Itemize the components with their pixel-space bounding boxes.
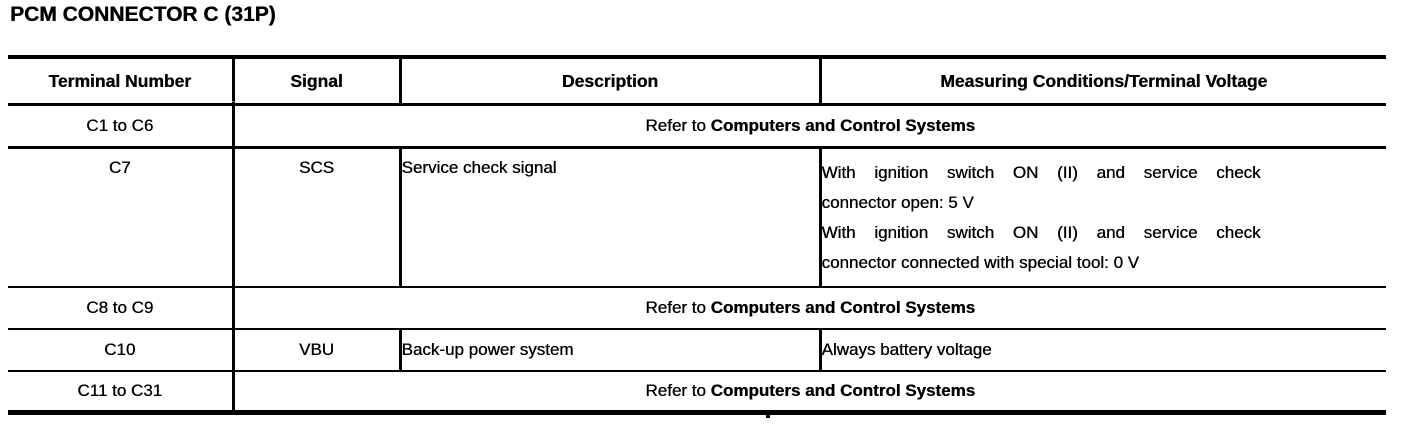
- terminal-voltage-table: Terminal Number Signal Description Measu…: [8, 55, 1386, 415]
- terminal-cell: C8 to C9: [8, 287, 235, 329]
- terminal-cell: C10: [8, 329, 235, 371]
- condition-line: With ignition switch ON (II) and service…: [821, 223, 1261, 242]
- page-title: PCM CONNECTOR C (31P): [10, 3, 276, 26]
- table-row-c8-c9: C8 to C9 Refer to Computers and Control …: [8, 287, 1386, 329]
- refer-note-emphasis: Computers and Control Systems: [710, 381, 976, 400]
- conditions-cell: With ignition switch ON (II) and service…: [820, 148, 1386, 288]
- description-cell: Service check signal: [400, 147, 822, 287]
- refer-note-prefix: Refer to: [645, 116, 706, 135]
- col-header-description: Description: [400, 57, 822, 105]
- refer-note-emphasis: Computers and Control Systems: [710, 116, 976, 135]
- condition-line: With ignition switch ON (II) and service…: [821, 163, 1261, 182]
- refer-note-prefix: Refer to: [645, 381, 706, 400]
- col-header-signal: Signal: [233, 57, 402, 105]
- refer-note-cell: Refer to Computers and Control Systems: [233, 371, 1386, 413]
- terminal-cell: C11 to C31: [8, 371, 235, 413]
- terminal-cell: C7: [8, 147, 235, 287]
- condition-line: connector connected with special tool: 0…: [821, 253, 1140, 272]
- refer-note-cell: Refer to Computers and Control Systems: [233, 105, 1386, 148]
- signal-cell: VBU: [233, 329, 402, 371]
- table-row-c10: C10 VBU Back-up power system Always batt…: [8, 329, 1386, 371]
- table-row-c1-c6: C1 to C6 Refer to Computers and Control …: [8, 104, 1386, 148]
- refer-note-prefix: Refer to: [645, 298, 706, 317]
- conditions-cell: Always battery voltage: [821, 340, 992, 359]
- table-row-c11-c31: C11 to C31 Refer to Computers and Contro…: [8, 371, 1386, 413]
- table-row-c7: C7 SCS Service check signal With ignitio…: [8, 147, 1386, 288]
- col-header-measuring-conditions: Measuring Conditions/Terminal Voltage: [940, 70, 1268, 91]
- scan-artifact: [766, 413, 770, 418]
- refer-note-cell: Refer to Computers and Control Systems: [233, 287, 1386, 329]
- table-header-row: Terminal Number Signal Description Measu…: [8, 57, 1386, 105]
- scan-artifact: [50, 101, 280, 102]
- description-cell: Back-up power system: [400, 329, 822, 371]
- scan-artifact: [260, 318, 580, 320]
- terminal-cell: C1 to C6: [8, 104, 235, 148]
- signal-cell: SCS: [233, 147, 402, 287]
- refer-note-emphasis: Computers and Control Systems: [710, 298, 976, 317]
- col-header-terminal-number: Terminal Number: [8, 57, 235, 105]
- condition-line: connector open: 5 V: [821, 193, 974, 212]
